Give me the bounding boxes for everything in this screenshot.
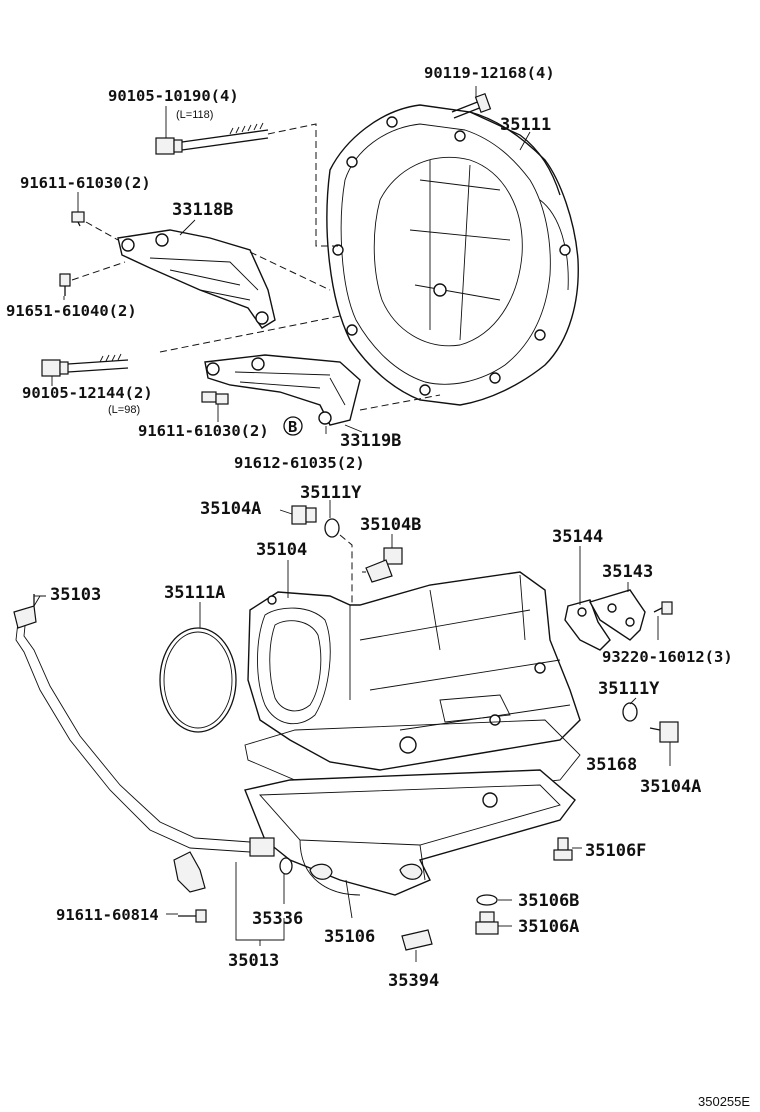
filler-tube-35103 xyxy=(13,595,275,893)
bolt-93220-icon xyxy=(653,601,673,615)
gasket-35336 xyxy=(279,857,293,875)
label-35104a-top: 35104A xyxy=(200,499,261,519)
bolt-35106f-icon xyxy=(553,837,573,861)
bolt-90105-12144-icon xyxy=(41,353,129,377)
label-35144: 35144 xyxy=(552,527,603,547)
nut-91611-lower-icon xyxy=(201,391,229,405)
washer-35111y-right xyxy=(622,702,638,722)
plug-35106a-icon xyxy=(475,911,499,935)
bolt-91611-60814-icon xyxy=(178,909,207,923)
leader-lines xyxy=(34,86,671,962)
label-35106a: 35106A xyxy=(518,917,579,937)
bracket-33119b xyxy=(204,354,361,426)
label-90105-12144: 90105-12144(2) xyxy=(22,384,153,402)
plug-35104a-top-icon xyxy=(291,505,317,525)
label-35111: 35111 xyxy=(500,115,551,135)
bolt-91651-icon xyxy=(59,273,71,296)
label-91611-61030-top: 91611-61030(2) xyxy=(20,174,151,192)
o-ring-35111a xyxy=(159,627,237,733)
label-35168: 35168 xyxy=(586,755,637,775)
label-33118b: 33118B xyxy=(172,200,233,220)
oil-pan-35106 xyxy=(244,769,576,896)
nut-91611-top-icon xyxy=(71,211,85,227)
part-labels: 90119-12168(4) 35111 90105-10190(4) (L=1… xyxy=(6,64,733,991)
label-35106: 35106 xyxy=(324,927,375,947)
label-35104: 35104 xyxy=(256,540,307,560)
plate-35143 xyxy=(588,589,646,641)
gasket-35168 xyxy=(244,719,581,801)
marker-b-circle xyxy=(283,416,303,436)
washer-35111y-top xyxy=(324,518,340,538)
label-35143: 35143 xyxy=(602,562,653,582)
plug-35104a-right-icon xyxy=(649,721,679,743)
label-90105-12144-length: (L=98) xyxy=(108,404,140,416)
plug-35104b-icon xyxy=(365,547,403,583)
label-90119-12168: 90119-12168(4) xyxy=(424,64,555,82)
label-35106b: 35106B xyxy=(518,891,579,911)
label-35336: 35336 xyxy=(252,909,303,929)
label-91612-61035: 91612-61035(2) xyxy=(234,454,365,472)
label-91651-61040: 91651-61040(2) xyxy=(6,302,137,320)
label-35104b: 35104B xyxy=(360,515,421,535)
bracket-33118b xyxy=(117,229,276,329)
bolt-90119-icon xyxy=(451,93,492,119)
gasket-35106b xyxy=(476,894,498,906)
bolt-90105-10190-icon xyxy=(155,122,269,155)
label-91611-61030-lower: 91611-61030(2) xyxy=(138,422,269,440)
label-90105-10190: 90105-10190(4) xyxy=(108,87,239,105)
label-91611-60814: 91611-60814 xyxy=(56,906,159,924)
label-93220-16012: 93220-16012(3) xyxy=(602,648,733,666)
label-35103: 35103 xyxy=(50,585,101,605)
label-35013: 35013 xyxy=(228,951,279,971)
magnet-35394 xyxy=(401,929,433,951)
label-35104a-right: 35104A xyxy=(640,777,701,797)
transmission-case-35104 xyxy=(247,571,581,771)
diagram-code: 350255E xyxy=(698,1094,750,1109)
bell-housing-35111 xyxy=(326,104,579,406)
label-35111a: 35111A xyxy=(164,583,225,603)
marker-b: B xyxy=(288,418,297,436)
label-90105-10190-length: (L=118) xyxy=(176,109,213,121)
label-35111y-top: 35111Y xyxy=(300,483,362,503)
label-35106f: 35106F xyxy=(585,841,646,861)
label-33119b: 33119B xyxy=(340,431,401,451)
label-35394: 35394 xyxy=(388,971,439,991)
label-35111y-right: 35111Y xyxy=(598,679,660,699)
